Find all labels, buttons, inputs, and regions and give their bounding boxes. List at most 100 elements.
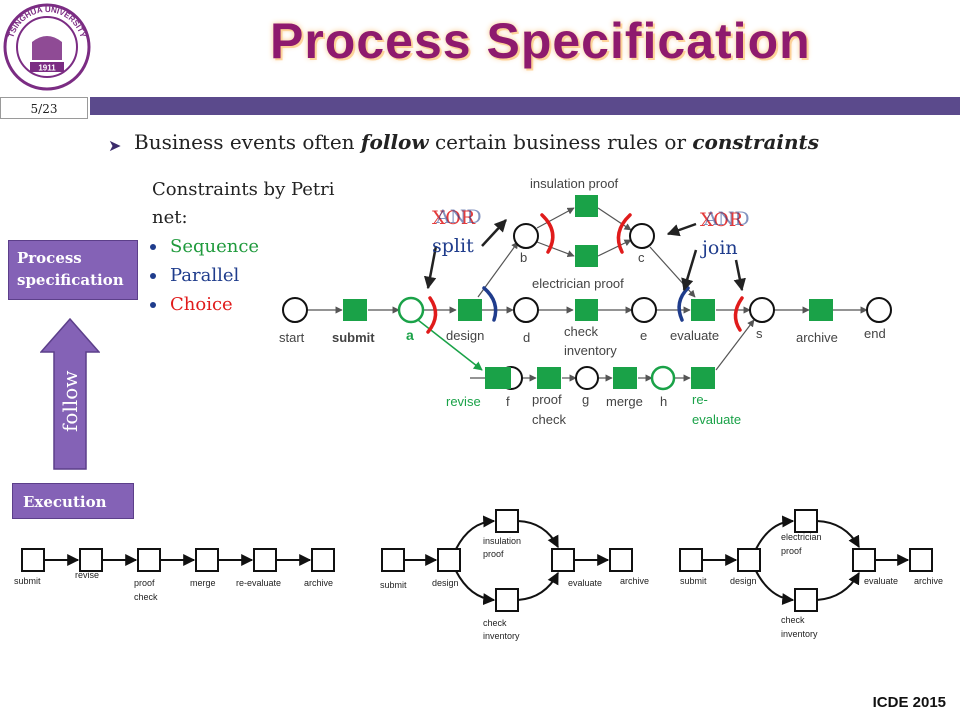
trace2-evaluate-label: evaluate — [568, 578, 602, 588]
page-number: 5/23 — [0, 97, 88, 119]
constraint-label: Parallel — [170, 265, 240, 286]
label-end: end — [864, 326, 886, 341]
trace3-check-label: check — [781, 615, 805, 625]
trace3-evaluate-box — [852, 548, 876, 572]
place-a — [397, 296, 425, 324]
trace2-design-label: design — [432, 578, 459, 588]
transition-insulation-proof — [575, 195, 598, 217]
label-re: re- — [692, 392, 708, 407]
trace3-evaluate-label: evaluate — [864, 576, 898, 586]
transition-merge — [613, 367, 637, 389]
follow-arrow-icon — [40, 318, 100, 470]
bullet-emphasis-constraints: constraints — [692, 130, 820, 154]
label-s: s — [756, 326, 763, 341]
transition-reevaluate — [691, 367, 715, 389]
label-a: a — [406, 327, 414, 343]
label-start: start — [279, 330, 305, 345]
split-and-label: AND — [435, 206, 482, 228]
bullet-text-2: certain business rules or — [428, 130, 693, 154]
trace1-check-label: check — [134, 592, 158, 602]
trace3-electrician-label: electrician — [781, 532, 822, 542]
constraint-item-parallel: Parallel — [150, 261, 259, 290]
bullet-emphasis-follow: follow — [360, 130, 429, 154]
trace2-insulation-label: insulation — [483, 536, 521, 546]
trace2-archive-label: archive — [620, 576, 649, 586]
trace1-merge-box — [195, 548, 219, 572]
trace3-design-label: design — [730, 576, 757, 586]
trace3-archive-box — [909, 548, 933, 572]
label-design: design — [446, 328, 484, 343]
constraint-label: Sequence — [170, 236, 260, 257]
trace1-proof-check-box — [137, 548, 161, 572]
trace1-revise-box — [79, 548, 103, 572]
transition-design — [458, 299, 482, 321]
transition-revise — [485, 367, 511, 389]
label-c: c — [638, 250, 645, 265]
bullet-arrow-icon: ➤ — [108, 138, 122, 155]
constraint-item-choice: Choice — [150, 290, 259, 319]
trace2-evaluate-box — [551, 548, 575, 572]
trace2-check-label: check — [483, 618, 507, 628]
join-word: join — [700, 237, 738, 259]
place-g — [575, 366, 599, 390]
constraint-list: Sequence Parallel Choice — [150, 232, 259, 319]
trace1-reevaluate-box — [253, 548, 277, 572]
label-evaluate: evaluate — [670, 328, 719, 343]
constraint-label: Choice — [170, 294, 233, 315]
trace1-proof-label: proof — [134, 578, 155, 588]
slide-title: Process Specification — [270, 13, 811, 69]
label-proof: proof — [532, 392, 562, 407]
trace3-design-box — [737, 548, 761, 572]
place-b — [513, 223, 539, 249]
petri-net-diagram: XOR AND split XOR AND join start submit … — [279, 176, 892, 427]
label-e: e — [640, 328, 647, 343]
label-h: h — [660, 394, 667, 409]
place-s — [749, 297, 775, 323]
trace2-check-inventory-box — [495, 588, 519, 612]
trace2-insulation-proof-label: proof — [483, 549, 504, 559]
label-g: g — [582, 392, 589, 407]
split-xor-label: XOR — [432, 207, 476, 229]
trace2-insulation-proof-box — [495, 509, 519, 533]
label-submit: submit — [332, 330, 375, 345]
transition-evaluate — [691, 299, 715, 321]
trace3-submit-label: submit — [680, 576, 707, 586]
transition-archive — [809, 299, 833, 321]
execution-box: Execution — [12, 483, 134, 519]
trace2-design-box — [437, 548, 461, 572]
trace1-submit-box — [21, 548, 45, 572]
place-c — [629, 223, 655, 249]
label-inventory: inventory — [564, 343, 617, 358]
trace3-check-inventory-box — [794, 588, 818, 612]
bullet-dot-icon — [150, 273, 156, 279]
trace3-electrician-proof-label: proof — [781, 546, 802, 556]
place-end — [866, 297, 892, 323]
place-d — [513, 297, 539, 323]
header-bar — [90, 97, 960, 115]
trace2-archive-box — [609, 548, 633, 572]
label-archive: archive — [796, 330, 838, 345]
trace2-inventory-label: inventory — [483, 631, 520, 641]
trace3-archive-label: archive — [914, 576, 943, 586]
label-b: b — [520, 250, 527, 265]
split-word: split — [432, 235, 474, 257]
trace3-electrician-proof-box — [794, 509, 818, 533]
trace1-merge-label: merge — [190, 578, 216, 588]
bullet-dot-icon — [150, 244, 156, 250]
execution-traces: submit revise proof check merge re-evalu… — [14, 509, 943, 641]
trace2-submit-label: submit — [380, 580, 407, 590]
place-start — [282, 297, 308, 323]
join-and-label: AND — [703, 208, 750, 230]
main-bullet: Business events often follow certain bus… — [134, 130, 819, 154]
footer-conference: ICDE 2015 — [872, 694, 946, 711]
transition-proof-check — [537, 367, 561, 389]
trace3-inventory-label: inventory — [781, 629, 818, 639]
logo-year: 1911 — [38, 64, 56, 73]
place-e — [631, 297, 657, 323]
bullet-dot-icon — [150, 302, 156, 308]
trace3-submit-box — [679, 548, 703, 572]
label-merge: merge — [606, 394, 643, 409]
join-xor-label: XOR — [700, 209, 744, 231]
trace1-archive-label: archive — [304, 578, 333, 588]
trace1-revise-label: revise — [75, 570, 99, 580]
